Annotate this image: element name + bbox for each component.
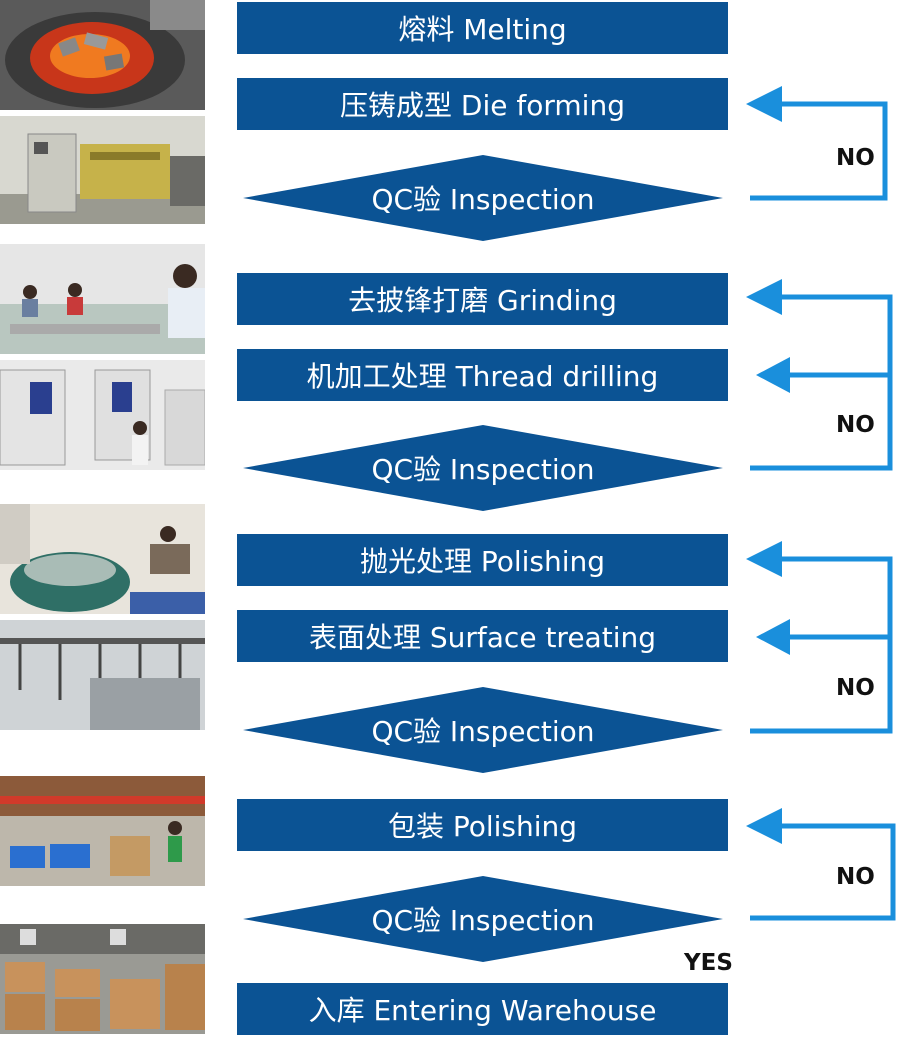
yes-label: YES: [684, 950, 733, 976]
photo-warehouse-boxes: [0, 924, 205, 1034]
qc-inspection-4: QC验 Inspection: [243, 876, 723, 962]
no-label-1: NO: [836, 145, 875, 171]
photo-grinding-workers: [0, 244, 205, 354]
step-die-forming: 压铸成型 Die forming: [237, 78, 728, 130]
arrow-head-thread-drilling: [756, 357, 790, 393]
no-label-3: NO: [836, 675, 875, 701]
step-melting: 熔料 Melting: [237, 2, 728, 54]
step-surface-treating: 表面处理 Surface treating: [237, 610, 728, 662]
photo-packing-area: [0, 776, 205, 886]
no-label-2: NO: [836, 412, 875, 438]
step-grinding: 去披锋打磨 Grinding: [237, 273, 728, 325]
qc-inspection-label: QC验 Inspection: [371, 453, 595, 486]
photo-polishing-machine: [0, 504, 205, 614]
qc-inspection-3: QC验 Inspection: [243, 687, 723, 773]
arrow-head-polishing: [746, 541, 782, 577]
step-warehouse: 入库 Entering Warehouse: [237, 983, 728, 1035]
qc-inspection-2: QC验 Inspection: [243, 425, 723, 511]
arrow-head-surface-treating: [756, 619, 790, 655]
arrow-head-packing: [746, 808, 782, 844]
step-packing: 包装 Polishing: [237, 799, 728, 851]
qc-inspection-label: QC验 Inspection: [371, 715, 595, 748]
no-label-4: NO: [836, 864, 875, 890]
step-polishing: 抛光处理 Polishing: [237, 534, 728, 586]
arrow-head-die-forming: [746, 86, 782, 122]
step-thread-drilling: 机加工处理 Thread drilling: [237, 349, 728, 401]
arrow-head-grinding: [746, 279, 782, 315]
qc-inspection-1: QC验 Inspection: [243, 155, 723, 241]
loop-3-line: [750, 556, 893, 734]
qc-inspection-label: QC验 Inspection: [371, 904, 595, 937]
photo-surface-treating-line: [0, 620, 205, 730]
loop-4-line: [750, 823, 896, 921]
loop-2-line: [750, 294, 893, 471]
photo-cnc-machines: [0, 360, 205, 470]
photo-die-casting-machine: [0, 116, 205, 224]
qc-inspection-label: QC验 Inspection: [371, 183, 595, 216]
loop-1-line: [750, 101, 888, 201]
photo-melting-furnace: [0, 0, 205, 110]
